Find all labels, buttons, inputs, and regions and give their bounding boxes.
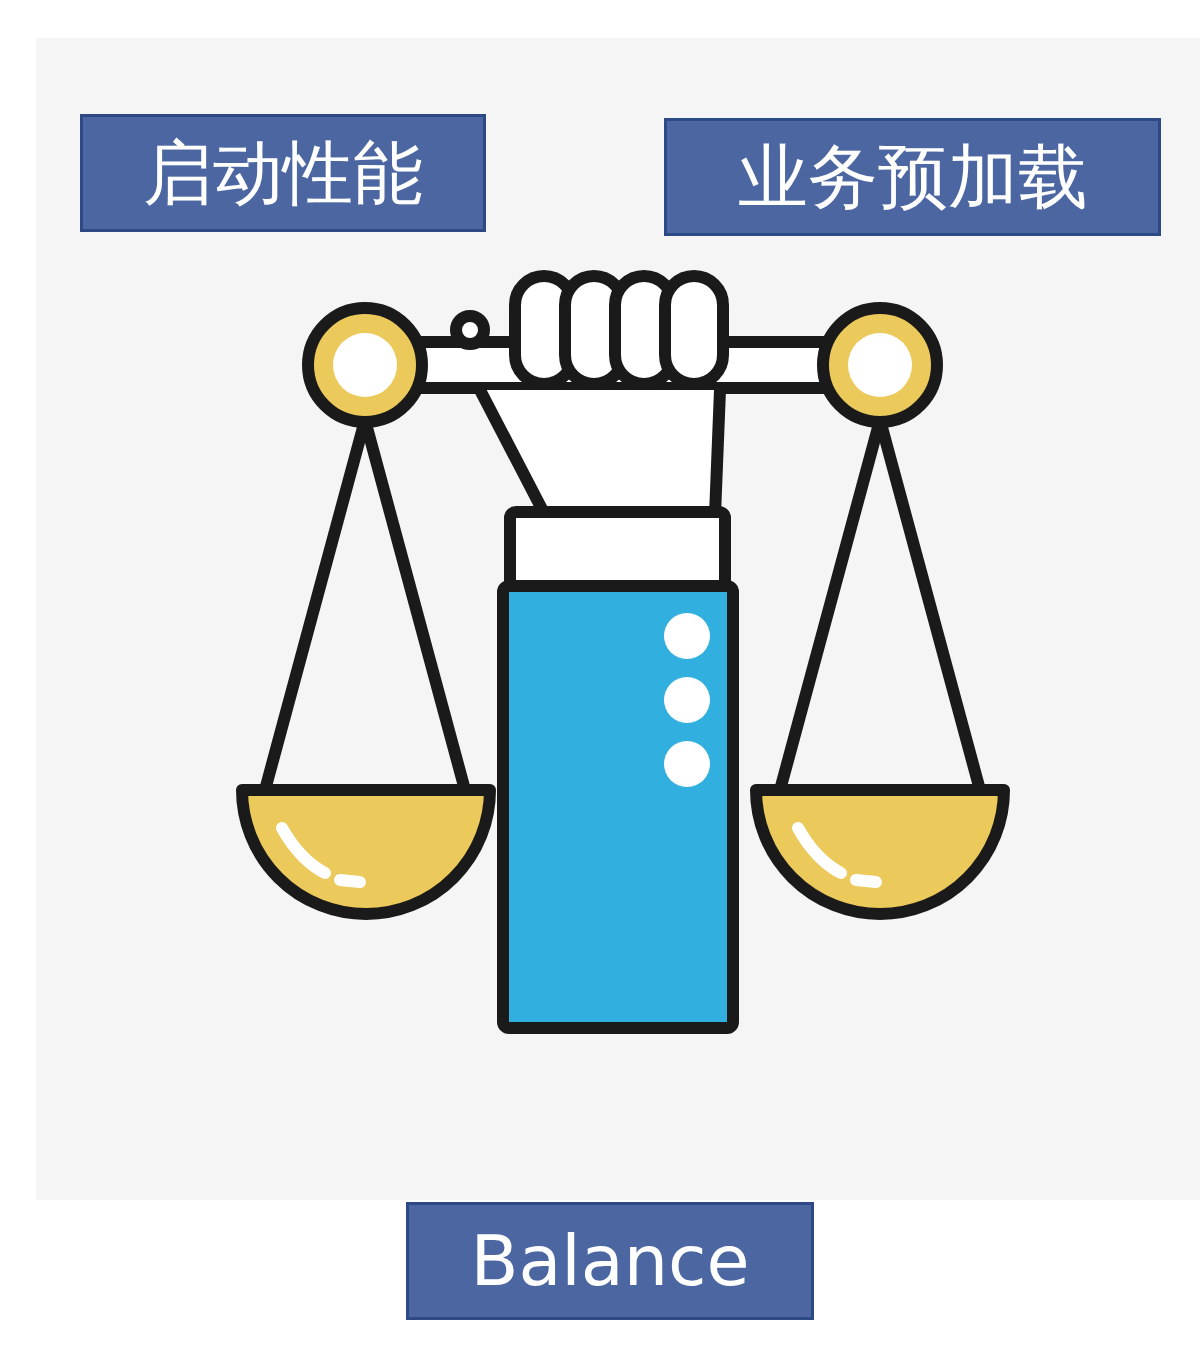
label-box: 业务预加载 (664, 118, 1161, 236)
label-text: 业务预加载 (738, 139, 1088, 216)
label-text: Balance (470, 1223, 749, 1300)
label-text: 启动性能 (143, 135, 423, 212)
label-box: Balance (406, 1202, 814, 1320)
label-box: 启动性能 (80, 114, 486, 232)
